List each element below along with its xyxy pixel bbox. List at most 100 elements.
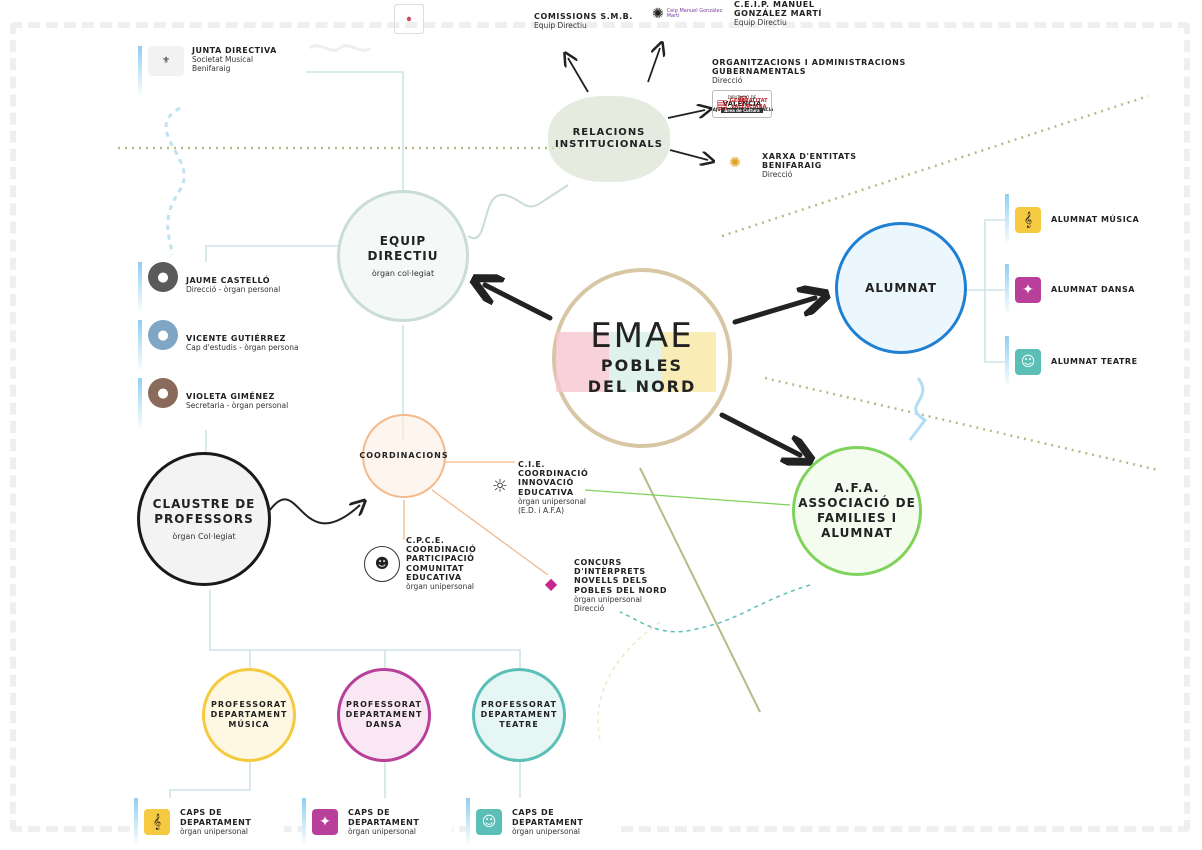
member-card: ● VICENTE GUTIÉRREZ Cap d'estudis - òrga… (138, 320, 308, 372)
comissions-label: COMISSIONS S.M.B. Equip Directiu (534, 12, 633, 31)
xarxa-role: Direcció (762, 170, 793, 180)
organitzacions-name-1: ORGANITZACIONS I ADMINISTRACIONS (712, 58, 906, 67)
dept-line-3: MÚSICA (228, 720, 270, 729)
cie-name-1: C.I.E. (518, 460, 546, 469)
dept-line-1: PROFESSORAT (346, 700, 422, 709)
afa-title-2: ASSOCIACIÓ DE (798, 496, 916, 510)
relacions-title-2: INSTITUCIONALS (554, 139, 664, 150)
organitzacions-label: ORGANITZACIONS I ADMINISTRACIONS GUBERNA… (712, 58, 906, 86)
member-name: JAUME CASTELLÓ (186, 276, 271, 285)
caps-card-teatre: ☺ CAPS DE DEPARTAMENT òrgan unipersonal (466, 798, 616, 846)
junta-logo-icon: ⚜ (148, 46, 184, 76)
cpce-role: òrgan unipersonal (406, 581, 475, 591)
dept-line-2: DEPARTAMENT (210, 710, 288, 719)
member-name: VICENTE GUTIÉRREZ (186, 334, 286, 343)
generalitat-text-1: GENERALITAT (729, 98, 768, 104)
separator-right-low (764, 376, 1159, 472)
concurs-role-1: òrgan unipersonal (574, 594, 643, 604)
generalitat-text-2: VALENCIANA (730, 104, 767, 110)
cie-role-2: (E.D. i A.F.A) (518, 506, 564, 516)
member-role: Cap d'estudis - òrgan persona (186, 343, 299, 353)
member-card: ● VIOLETA GIMÉNEZ Secretaria - òrgan per… (138, 378, 308, 430)
xarxa-logo-icon: ✺ (729, 155, 741, 171)
cie-name-2: COORDINACIÓ (518, 469, 589, 479)
equip-title-2: DIRECTIU (367, 249, 439, 263)
cpce-name-2: COORDINACIÓ (406, 545, 477, 555)
cie-name-3: INNOVACIÓ (518, 478, 574, 488)
member-name: VIOLETA GIMÉNEZ (186, 392, 275, 401)
afa-title-4: ALUMNAT (821, 526, 893, 540)
generalitat-logo: ▤ GENERALITAT VALENCIANA (712, 91, 772, 117)
community-icon: ☻ (364, 546, 400, 582)
comissions-role: Equip Directiu (534, 21, 587, 31)
dancer-icon: ✦ (1015, 277, 1041, 303)
relacions-title-1: RELACIONS (572, 126, 646, 138)
member-role: Direcció - òrgan personal (186, 285, 281, 295)
caps-role: òrgan unipersonal (512, 826, 581, 836)
center-node: EMAE POBLES DEL NORD (552, 268, 732, 448)
ajuntament-crest-icon: ⛨ (739, 96, 747, 107)
avatar: ● (148, 320, 178, 350)
center-title: EMAE (590, 315, 694, 356)
caps-role: òrgan unipersonal (180, 826, 249, 836)
dept-line-3: TEATRE (499, 720, 539, 729)
center-subtitle-1: POBLES (600, 356, 684, 376)
cie-label: C.I.E. COORDINACIÓ INNOVACIÓ EDUCATIVA ò… (518, 460, 588, 516)
separator-right (721, 94, 1149, 238)
avatar: ● (148, 378, 178, 408)
equip-subtitle: òrgan col·legiat (371, 269, 435, 278)
xarxa-name-1: XARXA D'ENTITATS (762, 152, 857, 161)
diputacio-text-3: Àrea de Cultura (721, 108, 763, 113)
equip-title-1: EQUIP (379, 234, 427, 248)
alumnat-item-label: ALUMNAT DANSA (1051, 285, 1135, 295)
caps-role: òrgan unipersonal (348, 826, 417, 836)
department-musica-node: PROFESSORAT DEPARTAMENT MÚSICA (202, 668, 296, 762)
concurs-logo-icon: ◆ (544, 573, 558, 593)
brain-icon: ☼ (491, 475, 509, 497)
theatre-masks-icon: ☺ (1015, 349, 1041, 375)
generalitat-icon: ▤ (716, 97, 728, 111)
dept-line-3: DANSA (365, 720, 403, 729)
ceip-name-1: C.E.I.P. MANUEL (734, 0, 815, 9)
cpce-name-1: C.P.C.E. (406, 536, 445, 545)
center-swatch (556, 332, 716, 392)
concurs-name-4: POBLES DEL NORD (574, 585, 668, 595)
diputacio-text-1: DIPUTACIÓ DE (727, 95, 757, 100)
junta-name: JUNTA DIRECTIVA (192, 46, 277, 55)
dept-line-1: PROFESSORAT (211, 700, 287, 709)
music-note-icon: 𝄞 (144, 809, 170, 835)
xarxa-name-2: BENIFARAIG (762, 161, 822, 171)
afa-title-3: FAMILIES I (816, 511, 898, 525)
concurs-label: CONCURS D'INTÈRPRETS NOVELLS DELS POBLES… (574, 558, 667, 614)
caps-card-dansa: ✦ CAPS DE DEPARTAMENT òrgan unipersonal (302, 798, 452, 846)
dept-line-1: PROFESSORAT (481, 700, 557, 709)
center-subtitle-2: DEL NORD (587, 377, 697, 397)
claustre-title-2: PROFESSORS (154, 512, 254, 526)
alumnat-item-musica: 𝄞 ALUMNAT MÚSICA (1005, 194, 1175, 246)
afa-title-1: A.F.A. (834, 481, 880, 495)
dept-line-2: DEPARTAMENT (480, 710, 558, 719)
equip-directiu-node: EQUIP DIRECTIU òrgan col·legiat (337, 190, 469, 322)
junta-role-2: Benifaraig (192, 64, 231, 74)
cpce-name-5: EDUCATIVA (406, 572, 462, 582)
alumnat-item-dansa: ✦ ALUMNAT DANSA (1005, 264, 1175, 316)
caps-line-2: DEPARTAMENT (348, 817, 420, 827)
relacions-node: RELACIONS INSTITUCIONALS (548, 96, 670, 182)
xarxa-label: XARXA D'ENTITATS BENIFARAIG Direcció (762, 152, 857, 180)
claustre-node: CLAUSTRE DE PROFESSORS òrgan Col·legiat (137, 452, 271, 586)
concurs-name-2: D'INTÈRPRETS (574, 567, 646, 577)
junta-card: ⚜ JUNTA DIRECTIVA Societat Musical Benif… (138, 46, 306, 98)
member-card: ● JAUME CASTELLÓ Direcció - òrgan person… (138, 262, 308, 314)
diputacio-logo: DIPUTACIÓ DE VALÈNCIA Àrea de Cultura (712, 90, 772, 118)
avatar: ● (148, 262, 178, 292)
caps-line-1: CAPS DE (348, 808, 391, 818)
concurs-role-2: Direcció (574, 604, 605, 614)
caps-line-1: CAPS DE (180, 808, 223, 818)
separator-diagonal (639, 467, 761, 713)
ceip-name-2: GONZÁLEZ MARTÍ (734, 9, 822, 19)
dept-line-2: DEPARTAMENT (345, 710, 423, 719)
caps-card-musica: 𝄞 CAPS DE DEPARTAMENT òrgan unipersonal (134, 798, 284, 846)
department-teatre-node: PROFESSORAT DEPARTAMENT TEATRE (472, 668, 566, 762)
ceip-logo: ✺ Ceip Manuel González Martí (652, 2, 730, 26)
ceip-logo-icon: ✺ (652, 6, 664, 22)
